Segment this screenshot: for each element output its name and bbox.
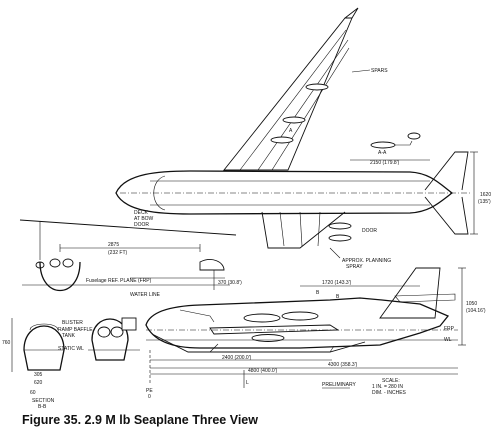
dim-1050-ft: (104.16') [466,308,486,314]
pe-label: PE [146,388,153,394]
section-bb-view: 760 305 620 60 SECTION B-B BLISTER RAMP … [2,317,140,410]
side-fuselage [145,297,450,349]
dim-2875: 2875 [108,242,119,248]
dim-2875-ft: (232 FT) [108,250,128,256]
deck-label: DECK [134,210,149,216]
dim-2400: 2400 (200.0') [222,355,252,361]
wl-right-label: WL [444,337,452,343]
door-label-right: DOOR [362,228,377,234]
dim-units-label: DIM. - INCHES [372,390,407,396]
side-wing [209,324,340,335]
spars-label: SPARS [371,68,388,74]
section-bb-label: B-B [38,404,47,410]
ramp-baffle-label: RAMP BAFFLE [58,327,93,333]
dim-370: 370 (30.8') [218,280,242,286]
dim-2150: 2150 (179.8') [370,160,400,166]
side-vertical-fin [379,267,441,319]
l-marker: L [246,380,249,386]
spray-label: SPRAY [346,264,363,270]
dim-620: 620 [34,380,43,386]
frp-right-label: FRP [444,326,455,332]
b-marker-bottom: B [336,294,340,300]
side-view: 1050 (104.16') FRP WL 1720 (143.3') B B … [145,267,486,400]
section-label: SECTION [32,398,55,404]
front-wing-line [19,219,237,236]
dim-1620-ft: (135') [478,199,491,205]
scale-label: SCALE: [382,378,400,384]
b-marker-top: B [316,290,320,296]
nacelle-upper-1 [305,83,329,91]
figure-caption: Figure 35. 2.9 M lb Seaplane Three View [22,413,258,427]
plan-view: A-A A SPARS 2150 (179.8') 1620 (135') DE… [115,7,491,270]
door-label-left: DOOR [134,222,149,228]
dim-1050: 1050 [466,301,477,307]
pe-zero-label: 0 [148,394,151,400]
dim-305: 305 [34,372,43,378]
tank-label: TANK [62,333,76,339]
plan-lower-wing [261,211,346,249]
plan-fuselage [115,170,454,215]
a-marker: A [289,128,293,134]
fuselage-ref-label: Fuselage REF. PLANE (FRP) [86,278,152,284]
dim-60: 60 [30,390,36,396]
dim-1720: 1720 (143.3') [322,280,352,286]
dim-4300: 4300 (358.3') [328,362,358,368]
dim-4800: 4800 (400.0') [248,368,278,374]
plan-wing-tip [344,7,359,19]
static-wl-label: STATIC WL [58,346,84,352]
front-view: 2875 (232 FT) Fuselage REF. PLANE (FRP) … [19,219,242,298]
water-line-label: WATER LINE [130,292,161,298]
approx-planing-label: APPROX. PLANNING [342,258,391,264]
plan-horizontal-tail [424,151,469,235]
dim-760: 760 [2,340,11,346]
nacelle-upper-3 [270,136,294,144]
nacelle-upper-2 [282,116,306,124]
blister-label: BLISTER [62,320,83,326]
section-aa-label: A-A [378,150,387,156]
dim-1620: 1620 [480,192,491,198]
section-aa [370,132,421,149]
section-bb-outline-left [23,325,65,371]
plan-upper-wing [223,17,353,171]
preliminary-label: PRELIMINARY [322,382,356,388]
scale-ratio: 1 IN. = 280 IN [372,384,403,390]
at-bow-label: AT BOW [134,216,154,222]
